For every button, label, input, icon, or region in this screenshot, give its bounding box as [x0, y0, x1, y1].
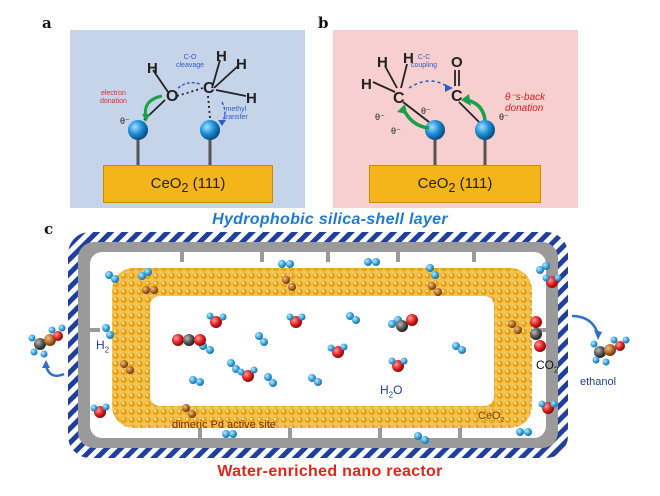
atom-o-b: O: [451, 54, 463, 71]
atom-h-2: H: [216, 48, 227, 65]
c-pd-dotted-bond: [207, 95, 211, 119]
c-h-bond-3: [215, 89, 247, 97]
atom-c-left: C: [393, 90, 405, 107]
electron-a: θ⁻: [120, 116, 130, 126]
shell-layer-title: Hydrophobic silica-shell layer: [212, 211, 448, 228]
atom-h-b1: H: [361, 76, 372, 93]
exit-arrow: [571, 314, 600, 335]
pd-dimers: [120, 276, 522, 418]
inner-cavity: [150, 296, 494, 406]
atom-c-right: C: [451, 88, 463, 105]
panel-a-illustration: [128, 59, 247, 165]
atom-c: C: [203, 80, 215, 97]
h2-label: H2: [96, 338, 110, 355]
ceo2-surface-a: CeO2 (111): [103, 165, 273, 203]
nano-reactor-title: Water-enriched nano reactor: [217, 463, 443, 480]
panel-a-label: a: [42, 14, 52, 32]
atom-h-1: H: [147, 60, 158, 77]
electron-b4: θ⁻: [499, 112, 509, 122]
ethanol-molecule-left: [28, 324, 66, 358]
atom-h-3: H: [236, 56, 247, 73]
ethanol-molecule-right: [590, 336, 630, 366]
panel-b-label: b: [318, 14, 329, 32]
h2o-label: H2O: [380, 383, 403, 400]
ethanol-label: ethanol: [580, 376, 617, 388]
atom-h-b2: H: [377, 54, 388, 71]
o-h-bond: [152, 69, 169, 93]
pd-atom-right: [200, 120, 220, 140]
electron-b3: θ⁻: [421, 106, 431, 116]
ceo2-label-c: CeO2: [478, 410, 505, 425]
pd-atom-left-b: [425, 120, 445, 140]
methyl-arrow: [221, 101, 226, 123]
ceo2-surface-b: CeO2 (111): [369, 165, 541, 203]
atom-h-4: H: [246, 90, 257, 107]
h2o-molecules: [90, 274, 562, 418]
atom-o: O: [166, 88, 179, 105]
active-site-label: dimeric Pd active site: [172, 419, 276, 431]
entry-arrow: [44, 365, 65, 377]
c-h-bond-1: [211, 59, 221, 89]
panel-b-illustration: [372, 63, 495, 165]
h2-molecules: [102, 258, 550, 444]
co2-label: CO2: [536, 358, 559, 375]
panel-c-label: c: [44, 220, 54, 238]
c-h-bond-2: [213, 65, 239, 89]
electron-b1: θ⁻: [375, 112, 385, 122]
pd-atom-left: [128, 120, 148, 140]
co2-molecules: [172, 314, 546, 352]
atom-h-b3: H: [403, 50, 414, 67]
electron-b2: θ⁻: [391, 126, 401, 136]
pd-atom-right-b: [475, 120, 495, 140]
